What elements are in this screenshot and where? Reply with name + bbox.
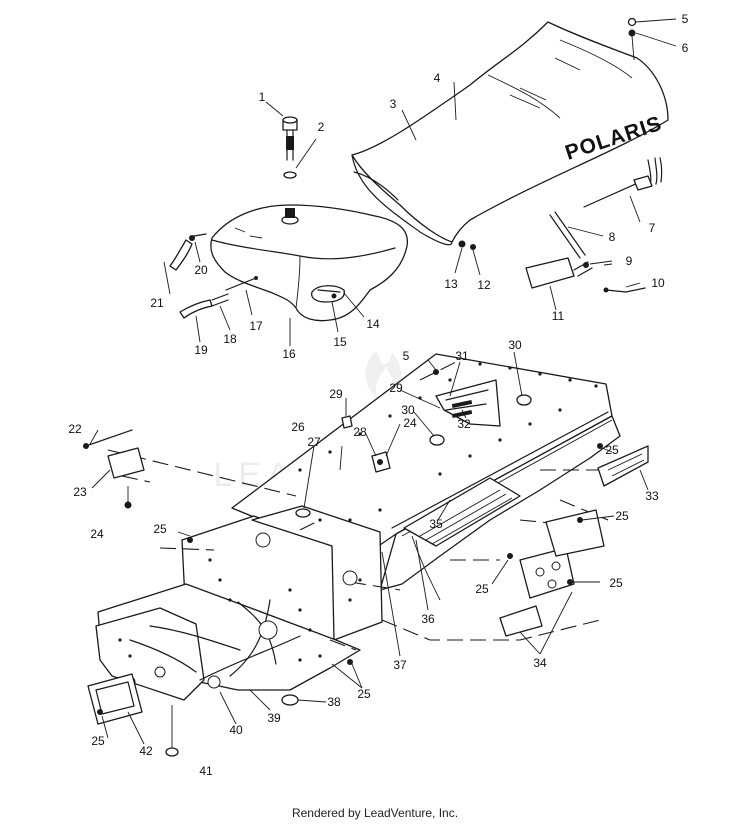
strap-22 — [85, 429, 133, 447]
nut-12 — [470, 244, 476, 250]
callout-18: 18 — [223, 332, 237, 346]
callout-26: 26 — [291, 420, 305, 434]
filter-18 — [211, 293, 229, 307]
bolt-29 — [341, 415, 353, 429]
bushing-30 — [429, 434, 445, 446]
plug-41 — [165, 747, 179, 757]
callout-16: 16 — [282, 347, 296, 361]
screw-13 — [458, 240, 466, 248]
hose-19 — [179, 299, 213, 319]
callout-25-f: 25 — [357, 687, 371, 701]
callout-6: 6 — [682, 41, 689, 55]
seat-assembly: POLARIS — [351, 17, 677, 276]
fuel-neck — [285, 208, 295, 218]
callout-14: 14 — [366, 317, 380, 331]
fastener-5-top — [627, 17, 637, 27]
pan-hole — [258, 620, 278, 640]
gasket-2 — [283, 171, 297, 179]
fuel-tank-assembly — [163, 101, 408, 346]
callout-29-a: 29 — [329, 387, 343, 401]
callout-30-a: 30 — [401, 403, 415, 417]
rod-8 — [549, 214, 581, 259]
callout-21: 21 — [150, 296, 164, 310]
callout-19: 19 — [194, 343, 208, 357]
footer-credit: Rendered by LeadVenture, Inc. — [291, 806, 459, 820]
callout-2: 2 — [318, 120, 325, 134]
gauge-14 — [310, 285, 345, 303]
callout-34: 34 — [533, 656, 547, 670]
callout-labels: 1 2 3 4 5 6 7 8 9 10 11 12 13 14 15 16 1… — [68, 12, 688, 778]
callout-4: 4 — [434, 71, 441, 85]
callout-25-d: 25 — [609, 576, 623, 590]
callout-35: 35 — [429, 517, 443, 531]
callout-5-tunnel: 5 — [403, 349, 410, 363]
callout-23: 23 — [73, 485, 87, 499]
callout-7: 7 — [649, 221, 656, 235]
strap-assembly — [525, 157, 663, 311]
bulkhead-hole — [255, 532, 271, 548]
grommet-38 — [281, 694, 299, 706]
callout-38: 38 — [327, 695, 341, 709]
callout-40: 40 — [229, 723, 243, 737]
callout-27: 27 — [307, 435, 321, 449]
callout-30-b: 30 — [508, 338, 522, 352]
callout-11: 11 — [552, 309, 565, 323]
bushing-30-rear — [516, 394, 532, 406]
callout-10: 10 — [651, 276, 665, 290]
leader-lines — [89, 81, 649, 745]
callout-41: 41 — [199, 764, 213, 778]
callout-29-b: 29 — [389, 381, 403, 395]
callout-24-left: 24 — [90, 527, 104, 541]
callout-42: 42 — [139, 744, 153, 758]
callout-3: 3 — [390, 97, 397, 111]
callout-25-b: 25 — [605, 443, 619, 457]
callout-39: 39 — [267, 711, 281, 725]
callout-9: 9 — [626, 254, 633, 268]
strap-7 — [633, 175, 653, 191]
seat — [351, 21, 669, 243]
step-33 — [597, 445, 649, 487]
callout-8: 8 — [609, 230, 616, 244]
rivet-5 — [433, 369, 439, 375]
callout-22: 22 — [68, 422, 82, 436]
pan-hole — [207, 675, 221, 689]
fitting-17 — [225, 277, 257, 291]
callout-24-right: 24 — [403, 416, 417, 430]
callout-25-a: 25 — [153, 522, 167, 536]
exchanger-fins — [419, 489, 513, 545]
bulkhead-hole — [342, 570, 358, 586]
cable-10 — [605, 287, 646, 293]
callout-32: 32 — [457, 417, 471, 431]
callout-25-c: 25 — [615, 509, 629, 523]
rivet-holes — [118, 362, 598, 662]
callout-17: 17 — [249, 319, 263, 333]
callout-1: 1 — [259, 90, 266, 104]
callout-15: 15 — [333, 335, 347, 349]
plate-23 — [107, 447, 145, 479]
callout-25-g: 25 — [91, 734, 105, 748]
bracket-34 — [519, 547, 575, 599]
callout-28: 28 — [353, 425, 367, 439]
callout-13: 13 — [444, 277, 458, 291]
fasteners-25 — [97, 443, 603, 715]
hose-21 — [169, 239, 193, 271]
screw-24 — [124, 501, 132, 509]
callout-31: 31 — [455, 349, 469, 363]
grommet-26 — [295, 508, 311, 518]
callout-12: 12 — [477, 278, 491, 292]
bracket-11 — [525, 257, 575, 289]
fuel-tank — [210, 204, 408, 322]
callout-25-e: 25 — [475, 582, 489, 596]
callout-36: 36 — [421, 612, 435, 626]
callout-5: 5 — [682, 12, 689, 26]
callout-33: 33 — [645, 489, 659, 503]
end-plate-42 — [87, 673, 143, 725]
fitting-20 — [193, 233, 207, 237]
chassis-assembly — [83, 353, 649, 757]
callout-20: 20 — [194, 263, 208, 277]
callout-37: 37 — [393, 658, 407, 672]
fastener-6 — [628, 29, 636, 37]
